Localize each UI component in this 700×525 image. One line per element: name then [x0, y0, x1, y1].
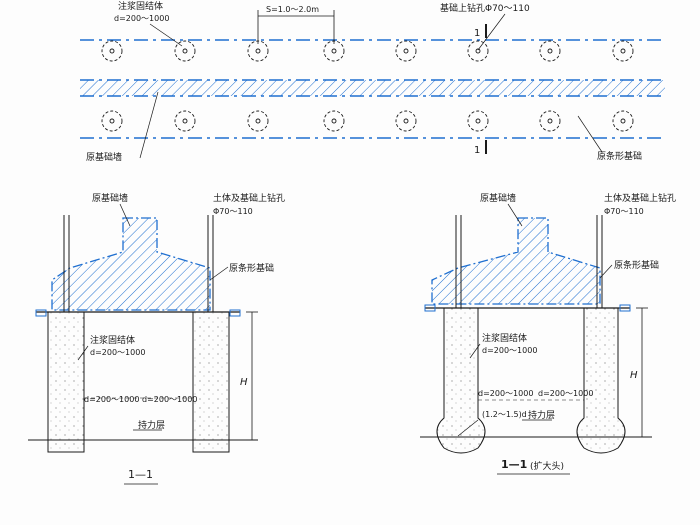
grout-hole-circle — [467, 40, 489, 62]
right-bearing-label: 持力层 — [528, 409, 555, 421]
right-drill-d: Φ70～110 — [604, 207, 644, 216]
drill-hole-center — [331, 48, 337, 54]
drill-hole-center — [403, 48, 409, 54]
right-drill-label: 土体及基础上钻孔 — [604, 192, 676, 204]
drill-hole-center — [620, 48, 626, 54]
left-d-left: d=200～1000 — [84, 395, 139, 404]
drill-hole-center — [182, 48, 188, 54]
right-pile-1 — [436, 307, 486, 454]
plan-drill-label: 基础上钻孔Φ70～110 — [440, 2, 530, 14]
grout-hole-circle — [539, 110, 561, 132]
drill-hole-center — [547, 48, 553, 54]
plan-grout-label: 注浆固结体 — [118, 0, 163, 12]
right-caption-sub: (扩大头) — [530, 460, 564, 472]
right-base-end-l — [424, 304, 436, 312]
spacing-label: S=1.0～2.0m — [266, 5, 319, 14]
grout-hole-circle — [395, 110, 417, 132]
drill-hole-center — [547, 118, 553, 124]
grout-hole-circle — [101, 110, 123, 132]
right-d-left: d=200～1000 — [478, 389, 533, 398]
right-caption: 1—1 — [501, 458, 527, 471]
plan-grout-d: d=200～1000 — [114, 14, 169, 23]
left-grout-label: 注浆固结体 — [90, 334, 135, 346]
right-foundation — [431, 217, 601, 305]
drill-hole-center — [109, 48, 115, 54]
left-wall-leader — [119, 203, 131, 227]
right-enlarge-label: (1.2～1.5)d — [482, 410, 527, 419]
drill-hole-center — [403, 118, 409, 124]
drill-hole-center — [182, 118, 188, 124]
drill-hole-center — [475, 118, 481, 124]
left-caption: 1—1 — [128, 468, 153, 481]
plan-grout-leader — [149, 23, 183, 47]
grout-hole-circle — [174, 110, 196, 132]
left-wall-label: 原基础墙 — [92, 192, 128, 204]
left-strip-leader — [209, 266, 229, 281]
grout-hole-circle — [467, 110, 489, 132]
section-right: H 原基础墙 土体及基础上钻孔 Φ70～110 原条形基础 注浆固结体 d=20… — [420, 192, 676, 475]
drill-hole-center — [255, 48, 261, 54]
left-base-end-r — [229, 309, 241, 317]
right-strip-leader — [599, 264, 613, 279]
right-grout-label: 注浆固结体 — [482, 332, 527, 344]
drill-hole-center — [331, 118, 337, 124]
right-d-right: d=200～1000 — [538, 389, 593, 398]
left-pile-1 — [47, 311, 85, 453]
right-pile-2 — [576, 307, 626, 454]
grout-hole-circle — [539, 40, 561, 62]
left-h-label: H — [240, 377, 248, 388]
grout-hole-circle — [395, 40, 417, 62]
plan-wall-label: 原基础墙 — [86, 151, 122, 163]
left-pile-2 — [192, 311, 230, 453]
drill-hole-center — [255, 118, 261, 124]
left-strip-label: 原条形基础 — [229, 262, 274, 274]
drill-hole-center — [620, 118, 626, 124]
right-h-label: H — [630, 370, 638, 381]
right-grout-leader — [469, 343, 481, 359]
plan-view: S=1.0～2.0m 注浆固结体 d=200～1000 基础上钻孔Φ70～110… — [80, 0, 665, 163]
right-enlarge-leader — [457, 419, 479, 437]
left-grout-d: d=200～1000 — [90, 348, 145, 357]
left-foundation — [51, 217, 211, 311]
right-wall-leader — [507, 203, 523, 227]
left-bearing-label: 持力层 — [138, 419, 165, 431]
right-wall-label: 原基础墙 — [480, 192, 516, 204]
section-left: H 原基础墙 土体及基础上钻孔 Φ70～110 原条形基础 注浆固结体 d=20… — [28, 192, 285, 485]
grout-hole-circle — [612, 110, 634, 132]
right-strip-label: 原条形基础 — [614, 259, 659, 271]
grout-hole-circle — [612, 40, 634, 62]
grout-hole-circle — [101, 40, 123, 62]
plan-strip-label: 原条形基础 — [597, 150, 642, 162]
section-label-bottom: 1 — [474, 145, 480, 156]
right-grout-d: d=200～1000 — [482, 346, 537, 355]
grout-hole-circle — [323, 110, 345, 132]
plan-wall-leader — [139, 91, 159, 159]
left-drill-label: 土体及基础上钻孔 — [213, 192, 285, 204]
plan-drill-leader — [477, 13, 506, 51]
drill-hole-center — [475, 48, 481, 54]
section-label-top: 1 — [474, 28, 480, 39]
right-base-end-r — [619, 304, 631, 312]
left-base-end-l — [35, 309, 47, 317]
left-drill-d: Φ70～110 — [213, 207, 253, 216]
plan-strip-leader — [577, 115, 603, 153]
grout-hole-circle — [247, 110, 269, 132]
left-d-right: d=200～1000 — [142, 395, 197, 404]
drill-hole-center — [109, 118, 115, 124]
left-grout-leader — [77, 345, 89, 361]
grout-hole-circle — [174, 40, 196, 62]
plan-wall-hatch — [80, 80, 665, 96]
